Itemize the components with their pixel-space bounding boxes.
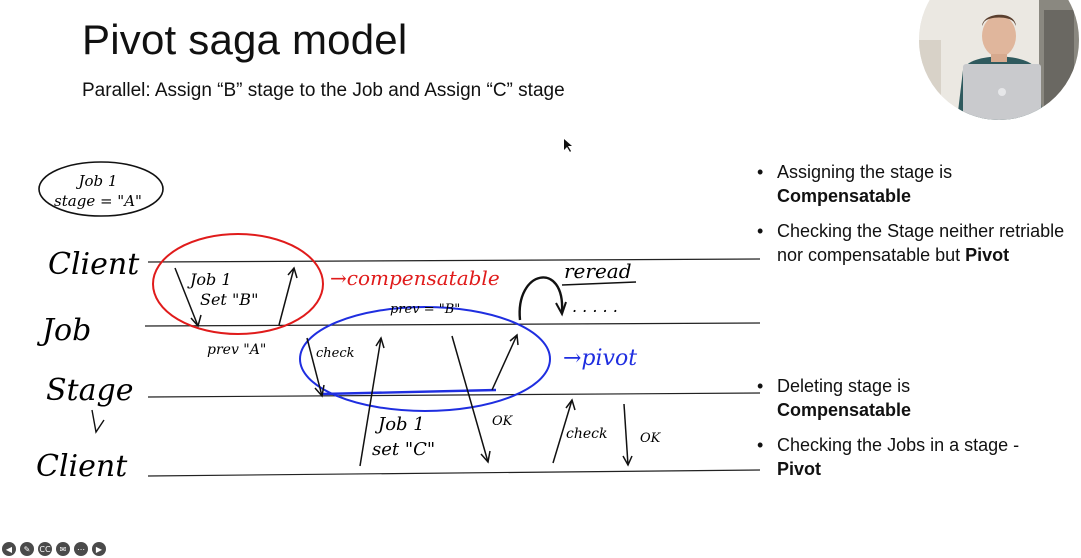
arrow-up-job-to-client-head: [287, 266, 298, 279]
arrow-down-client-to-job-head: [190, 314, 202, 328]
lane-label-stage: Stage: [46, 373, 133, 408]
note-ok-2: OK: [640, 431, 662, 446]
arrow-down-job-to-stage-check-head: [314, 384, 325, 398]
bullet-text: Assigning the stage is: [777, 162, 953, 182]
lane-label-client-bottom: Client: [36, 449, 128, 484]
arrow-down-job-to-client-ok-head: [480, 450, 491, 464]
start-node-line1: Job 1: [76, 172, 118, 190]
lane-line-job: [144, 322, 761, 327]
bullet-bold: Pivot: [965, 245, 1010, 265]
arrow-up-stage-to-job: [491, 334, 518, 391]
bullet-dot: •: [757, 376, 764, 396]
back-icon[interactable]: ◀: [2, 542, 16, 556]
note-job1-set-b-line1: Job 1: [187, 270, 232, 289]
bullet-dot: •: [757, 162, 764, 182]
arrow-up-client-to-stage-check: [552, 399, 573, 464]
bullet-bold: Pivot: [777, 459, 822, 479]
captions-icon[interactable]: CC: [38, 542, 52, 556]
bullet-checking-stage: • Checking the Stage neither retriable n…: [757, 219, 1077, 267]
mouse-cursor-icon: [564, 139, 572, 152]
bullet-text: Checking the Jobs in a stage -: [777, 435, 1020, 455]
stage-tail-mark: [91, 409, 105, 434]
arrow-up-stage-to-job-head: [509, 333, 519, 346]
mail-icon[interactable]: ✉: [56, 542, 70, 556]
lane-line-stage: [147, 392, 761, 398]
note-check-2: check: [566, 426, 607, 442]
arrow-down-client-to-job: [174, 267, 199, 327]
arrow-down-job-to-stage-check: [306, 337, 323, 397]
note-check-1: check: [316, 346, 355, 361]
note-prev-a: prev "A": [207, 342, 266, 358]
slide-subtitle: Parallel: Assign “B” stage to the Job an…: [82, 80, 565, 101]
reread-loop-arrow: [518, 276, 564, 321]
note-pivot: →pivot: [563, 346, 637, 371]
arrow-down-stage-to-client-ok-head: [622, 455, 633, 467]
pen-icon[interactable]: ✎: [20, 542, 34, 556]
start-node-ellipse: [38, 161, 164, 217]
arrow-up-client-to-job: [359, 337, 382, 467]
bullet-dot: •: [757, 435, 764, 455]
arrow-up-client-to-stage-check-head: [565, 398, 576, 411]
slide-title: Pivot saga model: [82, 16, 408, 63]
arrow-up-client-to-job-head: [375, 336, 385, 349]
arrow-down-job-to-client-ok: [451, 335, 489, 463]
lane-lines: [144, 258, 761, 477]
arrow-down-stage-to-client-ok: [623, 403, 629, 466]
note-compensatable: →compensatable: [330, 266, 500, 290]
bullet-text: Deleting stage is: [777, 376, 911, 396]
bullet-bold: Compensatable: [777, 400, 912, 420]
note-ok-1: OK: [492, 414, 514, 429]
lane-label-client-top: Client: [48, 247, 140, 282]
arrow-up-job-to-client: [278, 267, 295, 326]
red-compensatable-ellipse: [152, 233, 324, 335]
note-reread: reread: [564, 259, 632, 283]
blue-underline: [321, 388, 497, 396]
lane-line-client-bottom: [147, 469, 761, 477]
lane-line-client-top: [147, 258, 761, 263]
note-job1-set-c-line1: Job 1: [374, 414, 425, 435]
lane-label-job: Job: [36, 313, 91, 348]
bullet-deleting-stage: • Deleting stage is Compensatable: [757, 374, 1077, 422]
start-node-line2: stage = "A": [54, 192, 142, 210]
bullet-text: Checking the Stage neither retriable nor…: [777, 221, 1065, 265]
more-icon[interactable]: ⋯: [74, 542, 88, 556]
presentation-toolbar: ◀ ✎ CC ✉ ⋯ ▶: [2, 542, 106, 556]
note-job1-set-b-line2: Set "B": [200, 290, 258, 309]
bullet-bold: Compensatable: [777, 186, 912, 206]
note-job1-set-c-line2: set "C": [372, 439, 435, 460]
bullet-dot: •: [757, 221, 764, 241]
forward-icon[interactable]: ▶: [92, 542, 106, 556]
note-prev-b: prev = "B": [390, 302, 460, 317]
note-reread-dots: . . . . .: [572, 297, 618, 316]
reread-underline: [561, 281, 637, 286]
bullet-checking-jobs: • Checking the Jobs in a stage - Pivot: [757, 433, 1077, 481]
reread-loop-arrow-head: [555, 301, 567, 317]
blue-pivot-ellipse: [299, 306, 551, 412]
bullet-assigning-stage: • Assigning the stage is Compensatable: [757, 160, 1077, 208]
